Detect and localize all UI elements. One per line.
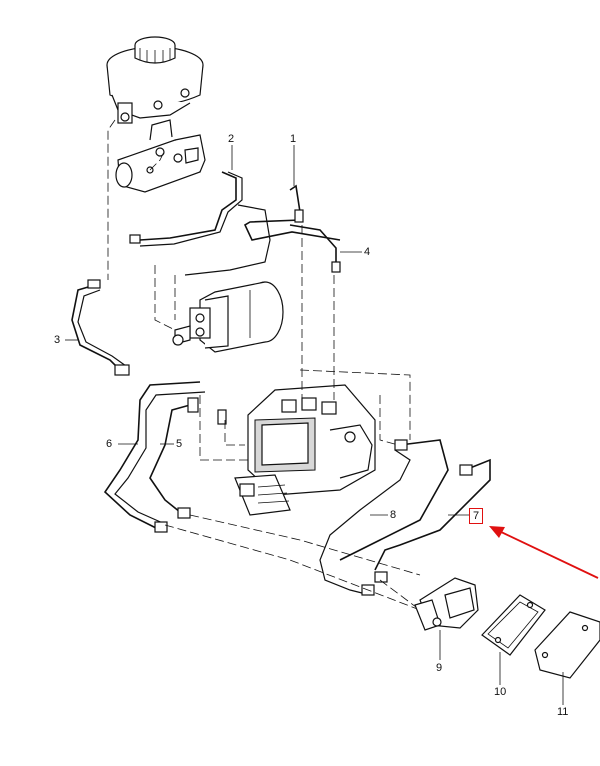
brake-pressure-sensor: [414, 577, 479, 631]
callout-7-highlighted: 7: [469, 508, 484, 524]
callout-6: 6: [106, 438, 113, 450]
cover-plate: [534, 611, 600, 679]
gasket: [481, 594, 546, 656]
abs-hydraulic-unit: [234, 384, 376, 516]
callout-4: 4: [364, 246, 371, 258]
assembly-guide-lines: [107, 119, 421, 611]
highlight-arrow: [489, 526, 599, 579]
callout-10: 10: [494, 686, 507, 698]
brake-lines: [71, 171, 491, 596]
master-cylinder: [115, 119, 206, 193]
callout-leaders: [65, 145, 564, 705]
brake-fluid-reservoir: [106, 36, 204, 124]
callout-2: 2: [228, 133, 235, 145]
callout-3: 3: [54, 334, 61, 346]
callout-9: 9: [436, 662, 443, 674]
brake-booster-pump: [172, 281, 284, 353]
callout-8: 8: [390, 509, 397, 521]
callout-11: 11: [557, 706, 569, 718]
callout-5: 5: [176, 438, 183, 450]
callout-1: 1: [290, 133, 297, 145]
